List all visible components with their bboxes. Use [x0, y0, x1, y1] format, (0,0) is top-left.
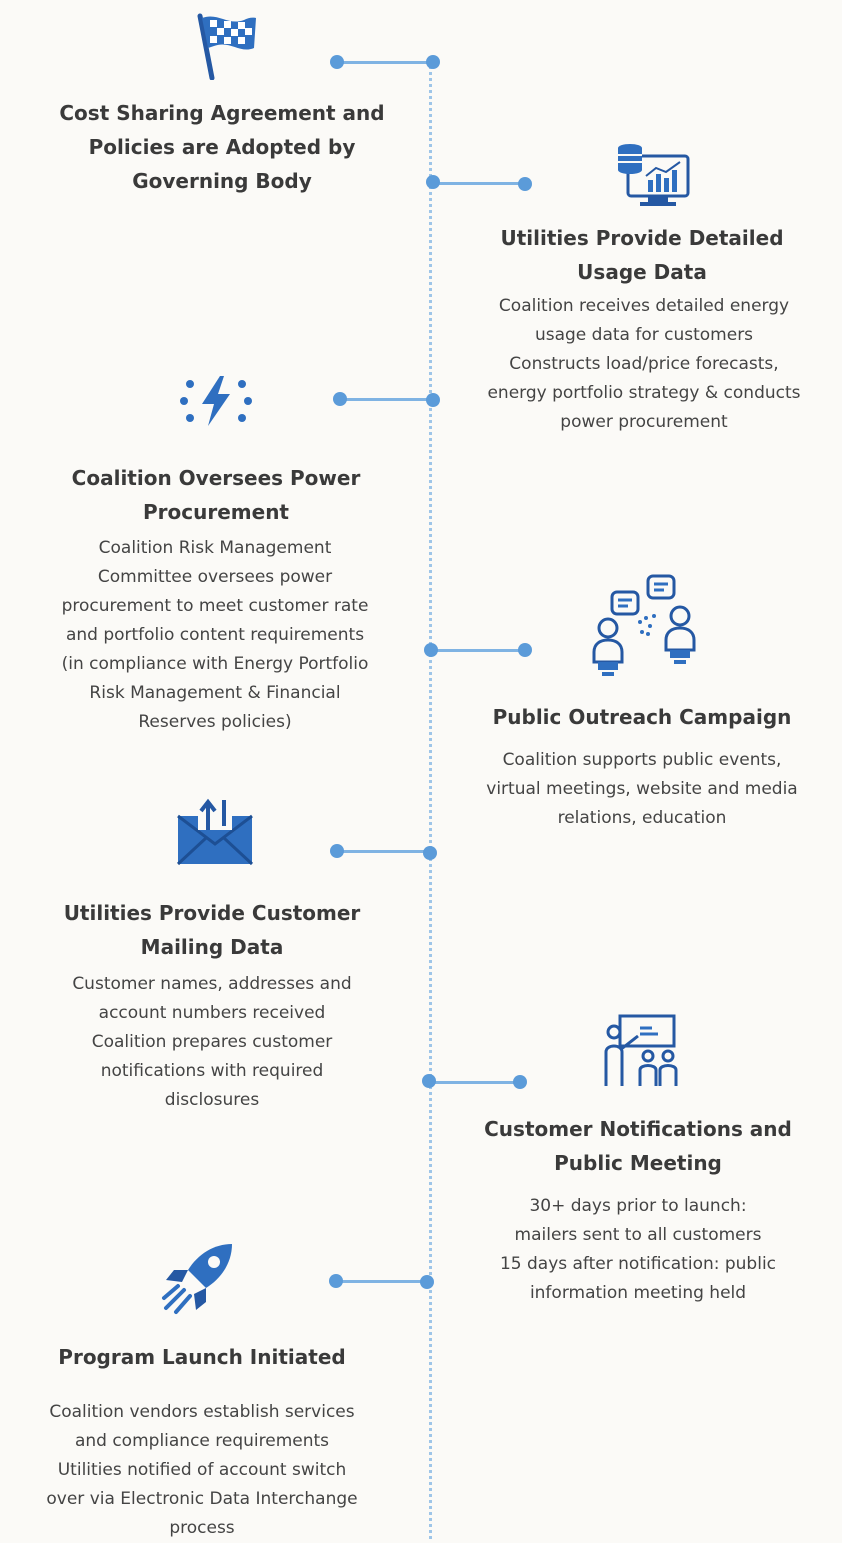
discussion-people-icon: [592, 572, 702, 684]
step-4-title: Public Outreach Campaign: [492, 705, 792, 729]
step-7-title: Program Launch Initiated: [58, 1345, 346, 1369]
data-analytics-monitor-icon: [614, 140, 694, 212]
lightning-bolt-icon: [176, 372, 256, 430]
checkered-flag-icon: [190, 8, 262, 80]
step-2-description: Coalition receives detailed energy usage…: [487, 296, 801, 432]
timeline-spine: [429, 60, 432, 1539]
step-5-description: Customer names, addresses and account nu…: [72, 974, 352, 1110]
step-3-description: Coalition Risk Management Committee over…: [61, 538, 369, 732]
rocket-icon: [160, 1240, 238, 1316]
step-6-title: Customer Notifications and Public Meetin…: [484, 1117, 792, 1175]
presentation-audience-icon: [602, 1012, 682, 1090]
mail-envelope-icon: [176, 796, 254, 866]
step-4-description: Coalition supports public events, virtua…: [486, 750, 798, 828]
step-5-title: Utilities Provide Customer Mailing Data: [63, 901, 361, 959]
step-7-description: Coalition vendors establish services and…: [46, 1402, 358, 1538]
step-3-title: Coalition Oversees Power Procurement: [71, 466, 361, 524]
step-1-title: Cost Sharing Agreement and Policies are …: [59, 101, 385, 193]
step-6-description: 30+ days prior to launch: mailers sent t…: [499, 1196, 777, 1303]
step-2-title: Utilities Provide Detailed Usage Data: [500, 226, 784, 284]
